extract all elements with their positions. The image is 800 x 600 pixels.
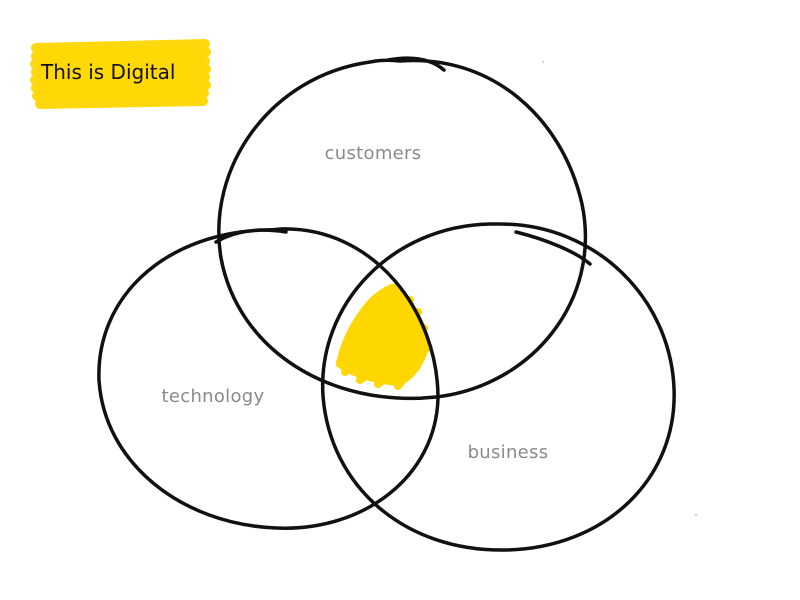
- intersection-scribble: [336, 284, 432, 390]
- circle-customers: [217, 56, 588, 400]
- circle-business: [320, 222, 676, 552]
- title-highlight-fill: [38, 46, 204, 102]
- intersection-highlight: [336, 283, 432, 390]
- label-business: business: [468, 442, 549, 463]
- label-technology: technology: [162, 386, 265, 407]
- title: This is Digital: [40, 60, 175, 84]
- stray-dot: [542, 61, 544, 63]
- circle-technology: [97, 227, 440, 530]
- stray-dot: [695, 514, 697, 516]
- label-customers: customers: [325, 143, 422, 164]
- title-highlight: [30, 39, 211, 109]
